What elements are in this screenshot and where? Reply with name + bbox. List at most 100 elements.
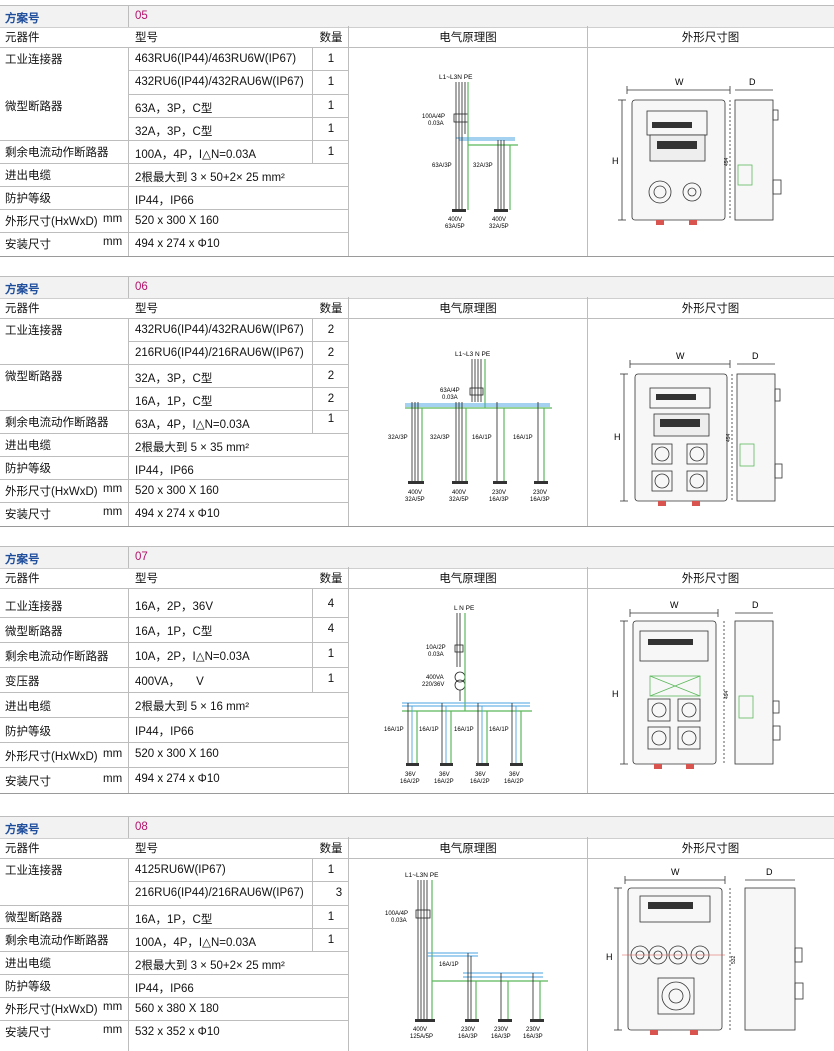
svg-text:32A/3P: 32A/3P (473, 163, 493, 169)
svg-text:36V: 36V (405, 772, 416, 778)
svg-text:0.03A: 0.03A (428, 121, 444, 127)
svg-text:32A/3P: 32A/3P (430, 435, 450, 441)
svg-text:16A/3P: 16A/3P (489, 497, 509, 503)
svg-text:125A/5P: 125A/5P (410, 1034, 433, 1040)
row-connector: 工业连接器 16A，2P，36V 4 (0, 593, 348, 618)
svg-text:400V: 400V (448, 217, 462, 223)
svg-text:H: H (612, 689, 619, 699)
svg-text:16A/1P: 16A/1P (489, 727, 509, 733)
svg-text:16A/3P: 16A/3P (523, 1034, 543, 1040)
svg-text:16A/3P: 16A/3P (458, 1034, 478, 1040)
svg-text:16A/2P: 16A/2P (400, 779, 420, 785)
svg-text:32A/5P: 32A/5P (489, 224, 509, 230)
row-connector-label: 工业连接器 (0, 319, 128, 365)
svg-text:63A/5P: 63A/5P (445, 224, 465, 230)
svg-text:L1~L3N PE: L1~L3N PE (405, 872, 439, 879)
row-mount: 安装尺寸 mm 494 x 274 x Φ10 (5, 236, 220, 251)
col-qty: 数量 (319, 32, 343, 44)
scheme-header: 方案号 06 (0, 276, 834, 299)
svg-text:W: W (670, 601, 679, 610)
svg-text:16A/2P: 16A/2P (504, 779, 524, 785)
svg-text:16A/3P: 16A/3P (530, 497, 550, 503)
electrical-diagram: L1~L3 N PE 63A/4P0.03A 32A/3P 32A/3P 16A… (388, 351, 552, 503)
svg-text:63A/3P: 63A/3P (432, 163, 452, 169)
dimension-drawing: W D H 494 (614, 351, 783, 506)
svg-text:16A/2P: 16A/2P (434, 779, 454, 785)
svg-text:230V: 230V (492, 490, 506, 496)
row-cable: 进出电缆 2根最大到 5 × 16 mm² (0, 693, 348, 718)
svg-text:16A/1P: 16A/1P (472, 435, 492, 441)
col-qty: 数量 (319, 843, 343, 855)
col-dimension: 外形尺寸图 (681, 843, 740, 855)
electrical-diagram: L1~L3N PE 100A/4P0.03A 16A/1P 400V 125A/… (385, 872, 548, 1040)
svg-text:400VA: 400VA (426, 675, 444, 681)
svg-text:36V: 36V (439, 772, 450, 778)
scheme-06: 方案号 06 元器件 型号 数量 电气原理图 外形尺寸图 工业连接器 432RU… (0, 276, 834, 531)
svg-text:W: W (675, 77, 684, 87)
row-cable: 进出电缆 2根最大到 5 × 35 mm² (0, 434, 348, 457)
svg-text:400V: 400V (492, 217, 506, 223)
row-transformer: 变压器 400VA， V 1 (0, 668, 348, 693)
col-component: 元器件 (5, 573, 40, 585)
col-model: 型号 (135, 573, 158, 585)
svg-text:230V: 230V (494, 1027, 508, 1033)
svg-text:W: W (676, 351, 685, 361)
row-mcb-2: 16A，1P，C型 2 (128, 388, 348, 411)
col-electrical: 电气原理图 (439, 32, 497, 44)
row-cable: 进出电缆 2根最大到 3 × 50+2× 25 mm² (0, 164, 348, 187)
row-mcb-1: 63A，3P，C型 1 (128, 95, 348, 118)
row-connector-1: 432RU6(IP44)/432RAU6W(IP67) 2 (128, 319, 348, 342)
col-electrical: 电气原理图 (439, 573, 497, 585)
svg-text:63A/4P: 63A/4P (440, 388, 460, 394)
svg-text:W: W (671, 868, 680, 877)
svg-text:32A/3P: 32A/3P (388, 435, 408, 441)
svg-text:16A/3P: 16A/3P (491, 1034, 511, 1040)
row-protection: 防护等级 IP44，IP66 (0, 187, 348, 210)
svg-text:400V: 400V (413, 1027, 427, 1033)
row-mcb-label: 微型断路器 (0, 95, 128, 141)
row-mcb-label: 微型断路器 (0, 365, 128, 411)
row-mount: 安装尺寸 mm 494 x 274 x Φ10 (5, 773, 220, 788)
col-qty: 数量 (319, 573, 343, 585)
svg-text:H: H (614, 432, 621, 442)
row-protection: 防护等级 IP44，IP66 (0, 457, 348, 480)
row-mcb-2: 32A，3P，C型 1 (128, 118, 348, 141)
scheme-key: 方案号 (5, 13, 40, 25)
svg-text:400V: 400V (408, 490, 422, 496)
row-protection: 防护等级 IP44，IP66 (0, 718, 348, 743)
svg-text:36V: 36V (509, 772, 520, 778)
svg-text:D: D (766, 868, 773, 877)
dimension-drawing: W D H 532 (606, 868, 804, 1035)
row-connector-1: 4125RU6W(IP67) 1 (128, 859, 348, 882)
svg-text:L1~L3 N PE: L1~L3 N PE (455, 351, 491, 358)
svg-text:0.03A: 0.03A (428, 652, 444, 658)
svg-text:16A/1P: 16A/1P (454, 727, 474, 733)
svg-text:0.03A: 0.03A (442, 395, 458, 401)
col-component: 元器件 (5, 843, 40, 855)
col-component: 元器件 (5, 32, 40, 44)
svg-text:400V: 400V (452, 490, 466, 496)
col-model: 型号 (135, 303, 158, 315)
svg-text:H: H (606, 952, 613, 962)
svg-text:D: D (752, 351, 759, 361)
svg-text:D: D (752, 601, 759, 610)
scheme-number: 05 (135, 10, 148, 22)
dimension-drawing: W D H 494 (612, 77, 782, 225)
row-connector-2: 216RU6(IP44)/216RAU6W(IP67) 2 (128, 342, 348, 365)
svg-text:D: D (749, 77, 756, 87)
col-dimension: 外形尺寸图 (681, 573, 740, 585)
col-component: 元器件 (5, 303, 40, 315)
row-rcbo: 剩余电流动作断路器 100A，4P，I△N=0.03A 1 (0, 929, 348, 952)
row-mcb: 微型断路器 16A，1P，C型 1 (0, 906, 348, 929)
svg-text:230V: 230V (533, 490, 547, 496)
svg-text:532: 532 (731, 955, 737, 964)
col-model: 型号 (135, 843, 158, 855)
row-connector-2: 432RU6(IP44)/432RAU6W(IP67) 1 (128, 71, 348, 95)
electrical-diagram: L1~L3N PE 100A/4P0.03A 63A/3P 32A/3P 400… (422, 74, 518, 230)
row-mount: 安装尺寸 mm 532 x 352 x Φ10 (5, 1024, 220, 1039)
svg-text:10A/2P: 10A/2P (426, 645, 446, 651)
svg-text:16A/1P: 16A/1P (419, 727, 439, 733)
row-cable: 进出电缆 2根最大到 3 × 50+2× 25 mm² (0, 952, 348, 975)
col-dimension: 外形尺寸图 (681, 303, 740, 315)
scheme-number: 08 (135, 821, 148, 833)
